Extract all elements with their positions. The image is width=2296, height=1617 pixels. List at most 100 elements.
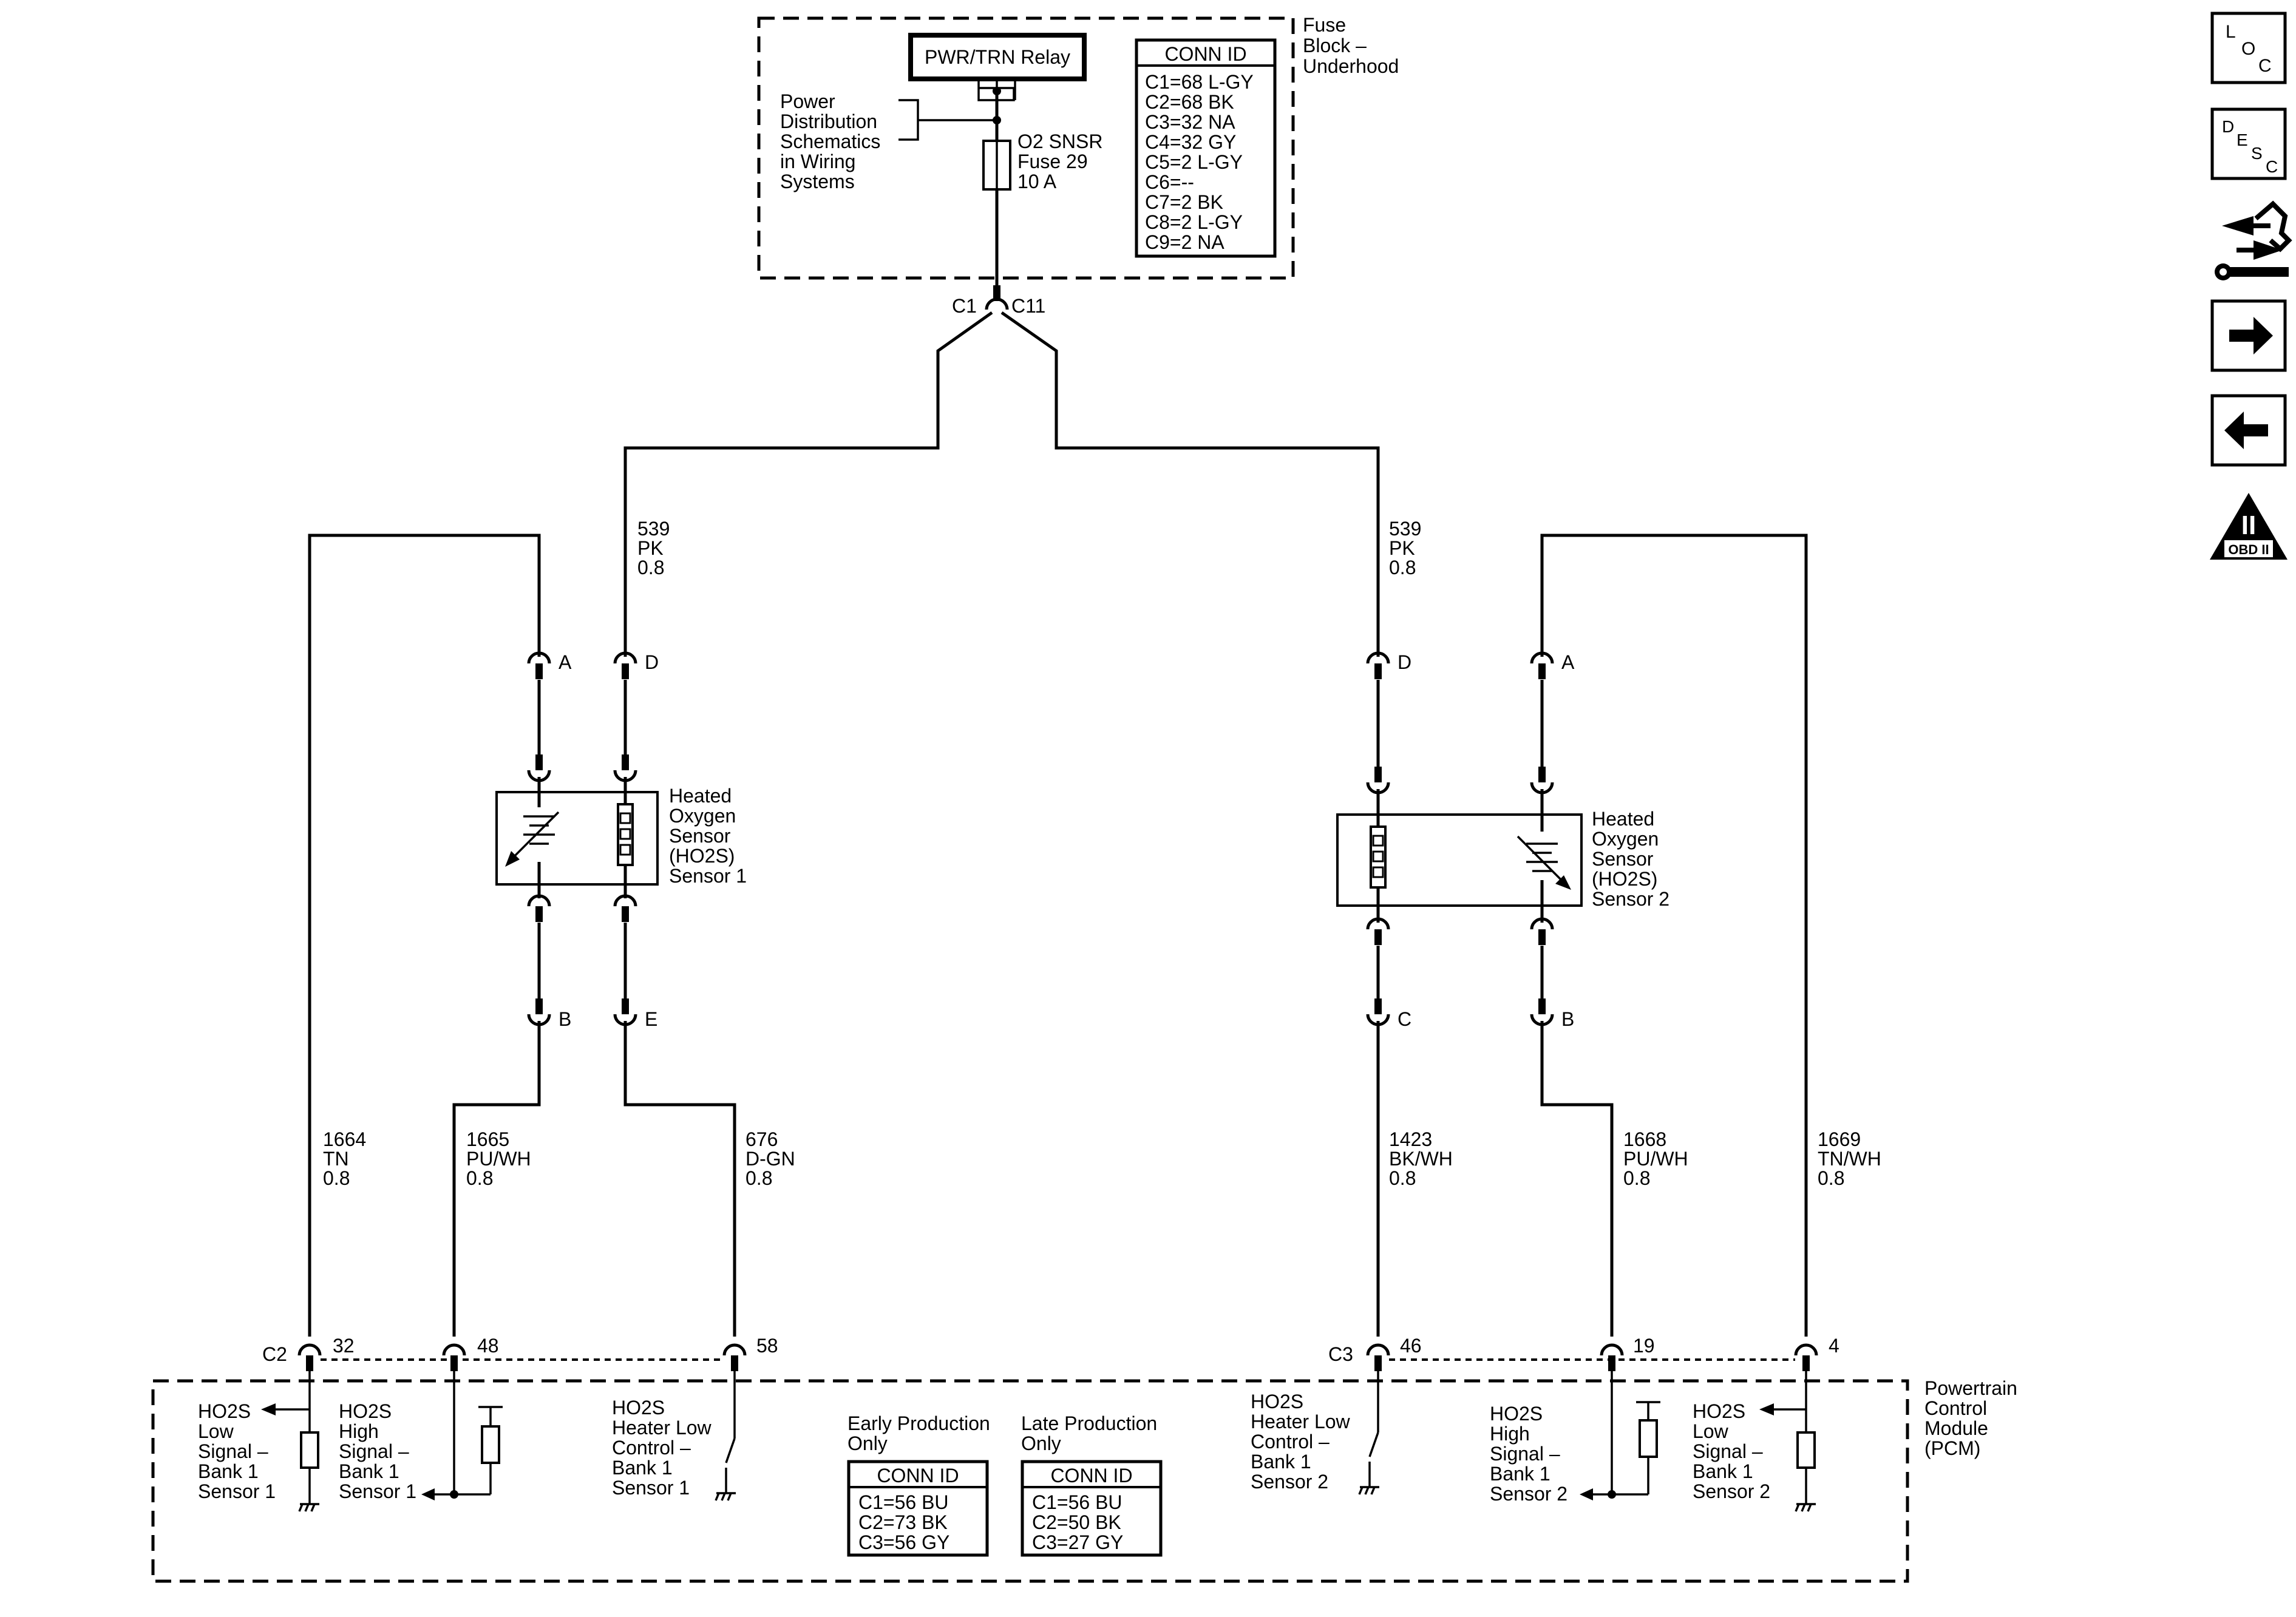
svg-text:HO2S Heater Low: HO2S Heater Low Control – Bank 1 Sensor … <box>1251 1391 1356 1493</box>
connector-pin-c <box>1368 998 1388 1025</box>
svg-text:C1=56 BU C2=73 BK: C1=56 BU C2=73 BK C3=56 GY <box>858 1491 954 1553</box>
description-button[interactable]: D E S C <box>2210 107 2287 180</box>
svg-text:D: D <box>2222 117 2234 136</box>
pin-e-label: E <box>645 1008 657 1030</box>
pin-19-label: 19 <box>1633 1335 1655 1357</box>
early-production-conn-id-table: Early Production Only CONN ID C1=56 BU C… <box>847 1412 990 1557</box>
svg-text:539 PK 0.8: 539 PK 0.8 <box>637 518 675 578</box>
svg-text:676 D-GN 0.8: 676 D-GN 0.8 <box>746 1128 801 1189</box>
fuse-block: Fuse Block – Underhood PWR/TRN Relay Pow… <box>757 14 1399 291</box>
svg-text:1665 PU/WH 0.8: 1665 PU/WH 0.8 <box>466 1128 537 1189</box>
svg-text:Late Production Only: Late Production Only <box>1021 1412 1163 1454</box>
fuse-block-outline <box>757 16 1295 280</box>
svg-text:HO2S Low Signa: HO2S Low Signal – Bank 1 Sensor 1 <box>198 1400 276 1502</box>
location-button[interactable]: L O C <box>2210 12 2287 84</box>
next-page-button[interactable] <box>2210 299 2287 372</box>
connector-pin-d <box>1368 653 1388 679</box>
connector-pin-a <box>529 653 549 679</box>
circuit-heater-control-s1: HO2S Heater Low Control – Bank 1 Sensor … <box>612 1371 737 1502</box>
pin-a-label: A <box>1561 651 1575 673</box>
relay-label: PWR/TRN Relay <box>925 46 1070 68</box>
pcm-label: Powertrain Control Module (PCM) <box>1924 1377 2023 1459</box>
pin-4-label: 4 <box>1829 1335 1839 1357</box>
pcm-connector-c2[interactable]: C2 32 48 58 <box>262 1335 778 1371</box>
wire-1423[interactable]: 1423 BK/WH 0.8 <box>1376 1021 1458 1337</box>
connector-c11-label: C11 <box>1011 295 1045 317</box>
fuse-label: O2 SNSR Fuse 29 10 A <box>1017 131 1108 192</box>
wire-1664[interactable]: 1664 TN 0.8 <box>308 534 541 1337</box>
circuit-heater-control-s2: HO2S Heater Low Control – Bank 1 Sensor … <box>1251 1371 1381 1496</box>
svg-text:L: L <box>2226 22 2236 42</box>
wire-1665[interactable]: 1665 PU/WH 0.8 <box>452 1021 541 1337</box>
svg-text:1664 TN 0.8: 1664 TN 0.8 <box>323 1128 372 1189</box>
wire-539-left[interactable]: 539 PK 0.8 <box>623 311 993 657</box>
fuse-block-conn-id-table: CONN ID C1=68 L-GY C2=68 BK C3=32 NA C4=… <box>1135 38 1277 258</box>
oxygen-sensing-cell-icon <box>1517 835 1571 890</box>
pin-48-label: 48 <box>477 1335 499 1357</box>
svg-text:II: II <box>2241 510 2256 540</box>
previous-page-button[interactable] <box>2210 394 2287 467</box>
svg-text:HO2S High Sign: HO2S High Signal – Bank 1 Sensor 2 <box>1490 1403 1567 1505</box>
sensor-1-label: Heated Oxygen Sensor (HO2S) Sensor 1 <box>669 785 747 887</box>
pin-d-label: D <box>645 651 659 673</box>
svg-text:C: C <box>2266 157 2278 176</box>
ho2s-sensor-2[interactable]: D A Heated Oxygen Sensor (HO2S) <box>1336 651 1669 1030</box>
connector-pin-d <box>615 653 636 679</box>
svg-text:539 PK 0.8: 539 PK 0.8 <box>1389 518 1427 578</box>
pcm-connector-c3[interactable]: C3 46 19 4 <box>1328 1335 1839 1371</box>
conn-id-title: CONN ID <box>1164 43 1246 65</box>
svg-text:C: C <box>2258 56 2272 76</box>
svg-text:C1=56 BU C2=50 BK: C1=56 BU C2=50 BK C3=27 GY <box>1032 1491 1127 1553</box>
svg-text:S: S <box>2251 144 2263 163</box>
wire-676[interactable]: 676 D-GN 0.8 <box>623 1021 801 1337</box>
svg-text:1669 TN/WH 0.8: 1669 TN/WH 0.8 <box>1818 1128 1887 1189</box>
conn-id-rows: C1=68 L-GY C2=68 BK C3=32 NA C4=32 GY C5… <box>1145 71 1258 253</box>
circuit-high-signal-b1s2: HO2S High Signal – Bank 1 Sensor 2 <box>1490 1371 1660 1505</box>
late-production-conn-id-table: Late Production Only CONN ID C1=56 BU C2… <box>1021 1412 1163 1557</box>
nav-toolbar: L O C D E S C II <box>2210 12 2292 560</box>
svg-text:1423 BK/WH 0.8: 1423 BK/WH 0.8 <box>1389 1128 1458 1189</box>
svg-text:1668 PU/WH 0.8: 1668 PU/WH 0.8 <box>1623 1128 1694 1189</box>
svg-text:HO2S High Sign: HO2S High Signal – Bank 1 Sensor 1 <box>339 1400 416 1502</box>
heater-element-icon <box>617 803 634 866</box>
svg-text:E: E <box>2237 131 2248 149</box>
arrow-left-icon <box>2224 412 2268 449</box>
sensor-2-label: Heated Oxygen Sensor (HO2S) Sensor 2 <box>1592 808 1669 910</box>
circuit-low-signal-b1s1: HO2S Low Signal – Bank 1 Sensor 1 <box>198 1371 321 1513</box>
pin-d-label: D <box>1398 651 1411 673</box>
connector-pin-e <box>615 998 636 1025</box>
fuse-block-label: Fuse Block – Underhood <box>1303 14 1399 77</box>
power-distribution-ref[interactable]: Power Distribution Schematics in Wiring … <box>780 90 886 192</box>
pcm-outline <box>151 1379 1909 1583</box>
svg-text:O: O <box>2241 39 2255 59</box>
svg-text:OBD II: OBD II <box>2228 542 2269 557</box>
svg-text:HO2S Low Signa: HO2S Low Signal – Bank 1 Sensor 2 <box>1693 1400 1770 1502</box>
wire-539-right[interactable]: 539 PK 0.8 <box>1000 311 1427 657</box>
svg-text:C3: C3 <box>1328 1343 1353 1365</box>
pin-c-label: C <box>1398 1008 1411 1030</box>
svg-text:CONN ID: CONN ID <box>877 1465 959 1486</box>
connector-pin-b <box>1532 998 1552 1025</box>
wire-1668[interactable]: 1668 PU/WH 0.8 <box>1540 1021 1694 1337</box>
pin-b-label: B <box>559 1008 571 1030</box>
svg-text:C2: C2 <box>262 1343 287 1365</box>
oxygen-sensing-cell-icon <box>505 811 560 867</box>
pcm: Powertrain Control Module (PCM) C2 32 48… <box>151 1335 2023 1583</box>
circuit-high-signal-b1s1: HO2S High Signal – Bank 1 Sensor 1 <box>339 1371 503 1502</box>
wire-1669[interactable]: 1669 TN/WH 0.8 <box>1540 534 1887 1337</box>
svg-text:CONN ID: CONN ID <box>1050 1465 1132 1486</box>
circuit-low-signal-b1s2: HO2S Low Signal – Bank 1 Sensor 2 <box>1693 1371 1817 1513</box>
obd-ii-button[interactable]: II OBD II <box>2210 493 2288 560</box>
pin-a-label: A <box>559 651 572 673</box>
pin-32-label: 32 <box>333 1335 355 1357</box>
connector-c1-c11[interactable]: C1 C11 <box>952 285 1045 317</box>
arrow-right-icon <box>2229 317 2273 354</box>
connector-c1-label: C1 <box>952 295 977 317</box>
connector-tools-icon[interactable] <box>2215 200 2292 280</box>
svg-text:HO2S Heater Low: HO2S Heater Low Control – Bank 1 Sensor … <box>612 1397 717 1499</box>
connector-pin-a <box>1532 653 1552 679</box>
ho2s-sensor-1[interactable]: A D Heated Oxygen Sensor <box>495 651 747 1030</box>
pin-b-label: B <box>1561 1008 1574 1030</box>
connector-pin-b <box>529 998 549 1025</box>
